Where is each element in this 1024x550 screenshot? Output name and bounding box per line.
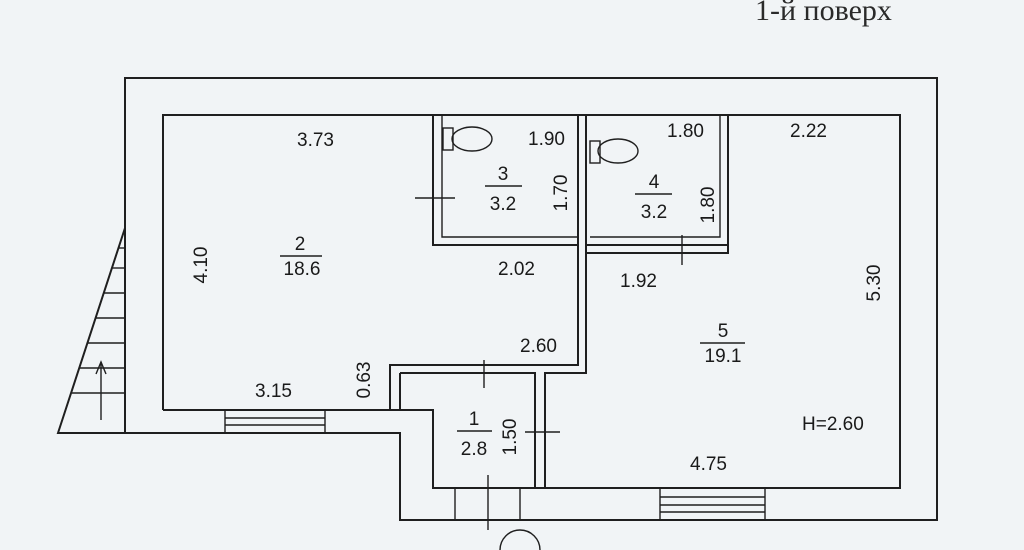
room-2-label: 2 18.6	[280, 234, 322, 280]
svg-text:18.6: 18.6	[284, 259, 321, 280]
toilet-icon	[442, 126, 493, 152]
dim-room3-width: 1.90	[528, 129, 565, 150]
dim-room3-height: 1.70	[551, 175, 572, 212]
dim-room5-top: 2.22	[790, 121, 827, 142]
room-1-label: 1 2.8	[457, 409, 492, 460]
dim-corridor-left: 2.60	[520, 336, 557, 357]
outer-walls	[124, 77, 938, 521]
svg-text:3.2: 3.2	[490, 194, 516, 215]
dim-step: 0.63	[354, 362, 375, 399]
staircase	[56, 227, 126, 434]
dim-room5-height: 5.30	[864, 265, 885, 302]
room-4-label: 4 3.2	[635, 172, 672, 223]
dim-corridor-top: 2.02	[498, 259, 535, 280]
room-5-label: 5 19.1	[700, 321, 745, 367]
room-4-walls	[585, 115, 729, 265]
room-1-details	[454, 360, 560, 530]
svg-text:5: 5	[718, 321, 729, 342]
svg-text:2: 2	[295, 234, 306, 255]
dim-room5-bottom: 4.75	[690, 454, 727, 475]
svg-text:4: 4	[649, 172, 660, 193]
partition-walls	[389, 245, 729, 488]
floor-title: 1-й поверх	[755, 0, 892, 27]
dim-room4-width: 1.80	[667, 121, 704, 142]
window-bottom-right	[659, 487, 766, 521]
dim-room4-height: 1.80	[698, 187, 719, 224]
room-3-label: 3 3.2	[485, 164, 522, 215]
svg-text:3: 3	[498, 164, 509, 185]
dim-room2-bottom: 3.15	[255, 381, 292, 402]
svg-text:19.1: 19.1	[705, 346, 742, 367]
svg-text:1: 1	[469, 409, 480, 430]
ceiling-height: H=2.60	[802, 414, 864, 435]
dim-room2-height: 4.10	[191, 247, 212, 284]
room-3-walls	[415, 115, 579, 246]
dim-room1-height: 1.50	[500, 419, 521, 456]
dim-room2-width: 3.73	[297, 130, 334, 151]
svg-text:3.2: 3.2	[641, 202, 667, 223]
svg-text:2.8: 2.8	[461, 439, 487, 460]
dim-corridor-mid: 1.92	[620, 271, 657, 292]
window-bottom-left	[224, 409, 326, 434]
toilet-icon	[589, 138, 639, 164]
compass-marker	[499, 529, 541, 550]
